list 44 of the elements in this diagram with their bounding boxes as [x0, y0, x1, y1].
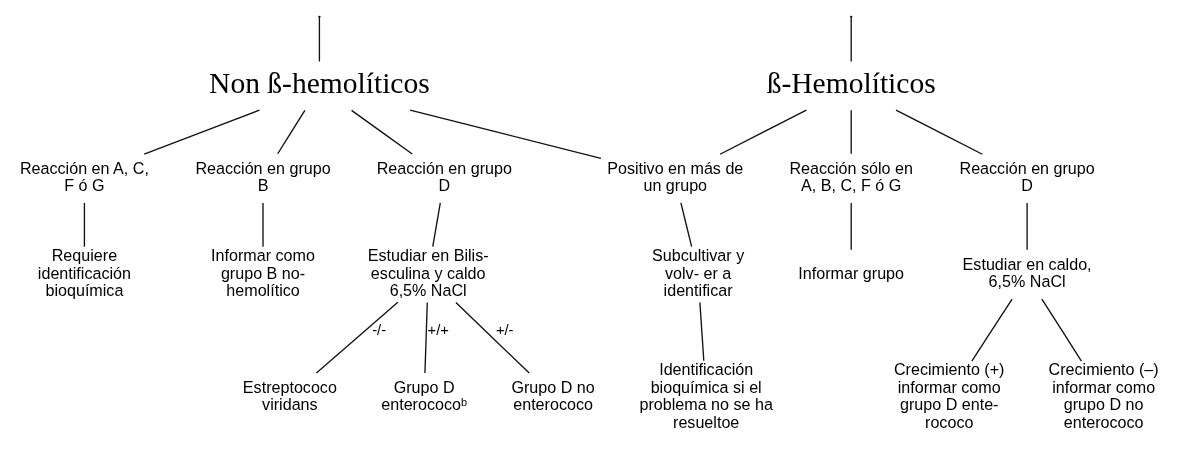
node-text: Identificación bioquímica si el problema no se ha resueltoe: [639, 359, 773, 431]
connector: [143, 108, 261, 155]
node-text: Estudiar en Bilis-esculina y caldo 6,5% NaCl: [367, 245, 489, 299]
node-text: Crecimiento (–) informar como grupo D no enterococo: [1048, 359, 1159, 431]
edge-label: +/+: [427, 321, 449, 338]
connector: [409, 108, 602, 159]
connector: [1026, 201, 1028, 250]
connector: [318, 16, 321, 62]
node-text: Non ß-hemolíticos: [209, 66, 430, 99]
connector: [277, 109, 306, 154]
connector: [432, 201, 441, 247]
node-text: Crecimiento (+) informar como grupo D ente- rococo: [893, 359, 1005, 431]
node-text: Reacción en grupo D: [959, 158, 1095, 194]
node-text: Grupo D no enterococo: [511, 377, 595, 413]
node-text: Requiere identificación bioquímica: [37, 245, 131, 299]
node-text: Reacción en grupo D: [376, 158, 512, 194]
connector: [262, 201, 264, 247]
node-text: Grupo D enterococoᵇ: [381, 377, 468, 413]
node-text: Estudiar en caldo, 6,5% NaCl: [962, 254, 1092, 290]
node-text: Informar grupo: [798, 263, 905, 282]
connector: [424, 301, 428, 374]
node-text: ß-Hemolíticos: [766, 66, 936, 99]
node-text: Estreptococo viridans: [242, 377, 337, 413]
edge-label: -/-: [372, 321, 387, 338]
connector: [680, 201, 693, 247]
connector: [971, 297, 1013, 362]
connector: [850, 16, 852, 62]
node-text: Positivo en más de un grupo: [607, 158, 744, 194]
connector: [895, 108, 983, 155]
node-text: Subcultivar y volv- er a identificar: [651, 245, 745, 299]
node-text: Reacción sólo en A, B, C, F ó G: [789, 158, 913, 194]
node-text: Reacción en grupo B: [195, 158, 331, 194]
node-text: Informar como grupo B no-hemolítico: [211, 245, 315, 299]
connector: [83, 201, 86, 247]
connector: [850, 201, 852, 250]
connector: [315, 301, 399, 374]
connector: [699, 301, 705, 361]
edge-label: +/-: [495, 321, 514, 338]
connector: [719, 108, 807, 155]
node-text: Reacción en A, C, F ó G: [19, 158, 149, 194]
connector: [850, 109, 852, 154]
connector: [455, 301, 530, 374]
connector: [350, 109, 413, 155]
connector: [1041, 297, 1083, 362]
